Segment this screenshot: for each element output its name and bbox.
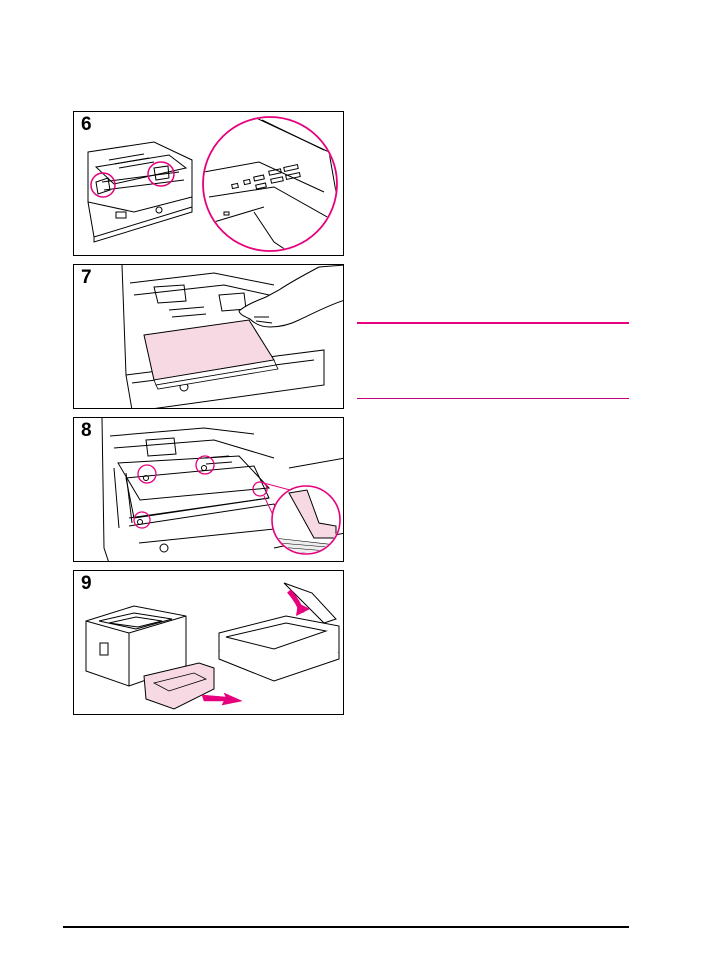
magnifier-circle-icon [259,481,341,555]
note-top-rule [357,322,629,324]
insert-tray-illustration [85,582,340,710]
step-number: 9 [81,573,92,594]
step-number: 7 [81,267,92,288]
step-number: 6 [81,114,92,135]
hand-icon [238,265,343,328]
step-7-panel: 7 [73,264,344,409]
magnifier-circle-icon [202,116,338,252]
paper-stack-icon [143,319,279,390]
arrow-icon [201,692,243,706]
step-9-panel: 9 [73,570,344,715]
note-bottom-rule [357,398,629,399]
highlight-circle-icon [90,161,175,198]
paper-guides-illustration [101,418,343,561]
step-8-panel: 8 [73,417,344,562]
highlight-circle-icon [133,455,268,529]
step-number: 8 [81,420,92,441]
load-paper-illustration [121,265,343,408]
footer-rule [63,926,629,928]
step-6-panel: 6 [73,111,344,256]
tray-guide-illustration [87,116,338,252]
printer-icon [85,605,187,687]
